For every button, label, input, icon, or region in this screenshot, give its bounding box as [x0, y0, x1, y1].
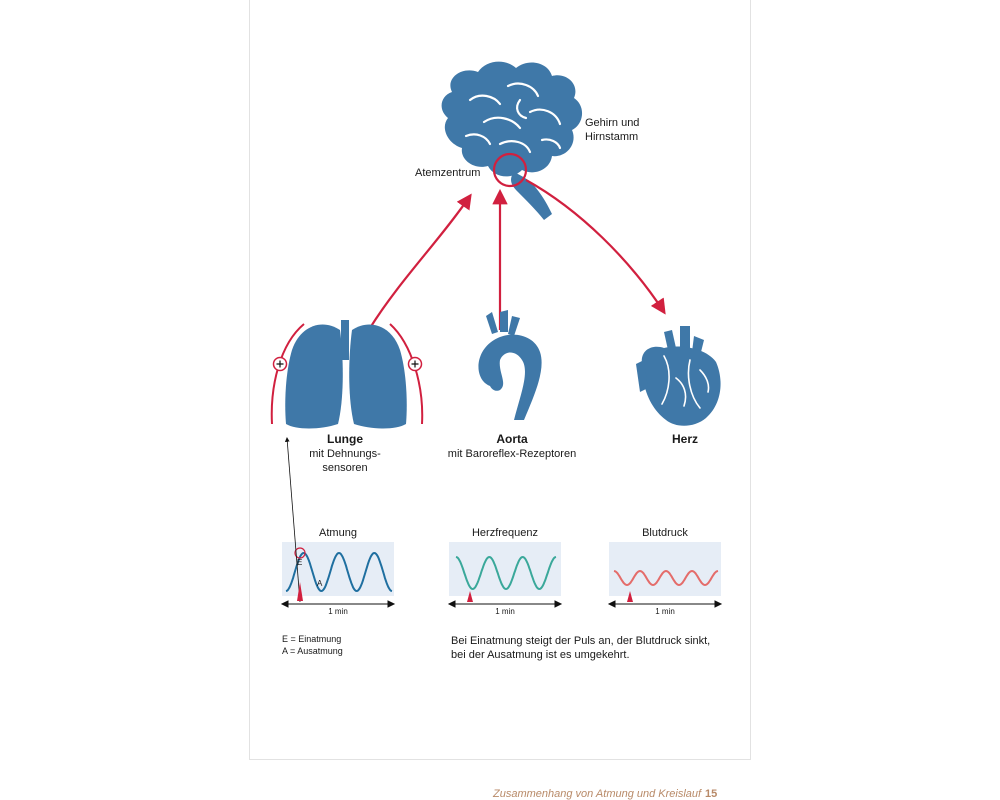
footer-title: Zusammenhang von Atmung und Kreislauf: [493, 788, 702, 800]
axis-label-atmung: 1 min: [328, 607, 348, 616]
legend-e: E = Einatmung: [282, 634, 342, 644]
marker-triangle-herzfrequenz: [467, 591, 473, 602]
respiratory-center-marker: [492, 152, 528, 188]
inhale-peak-marker: [294, 547, 306, 559]
wave-herzfrequenz: [455, 555, 557, 591]
wave-atmung: [285, 551, 393, 593]
legend-a: A = Ausatmung: [282, 646, 343, 656]
marker-triangle-blutdruck: [627, 591, 633, 602]
aorta-icon: [478, 310, 542, 420]
wave-blutdruck: [613, 569, 719, 587]
axis-label-blutdruck: 1 min: [655, 607, 675, 616]
panel-blutdruck-bg: [609, 542, 721, 596]
respiratory-center-label: Atemzentrum: [415, 167, 481, 179]
arrow-lung-to-brain: [369, 193, 472, 329]
lung-subtitle-line2: sensoren: [322, 462, 368, 474]
axis-label-herzfrequenz: 1 min: [495, 607, 515, 616]
aorta-title: Aorta: [496, 432, 528, 446]
plus-icon: [272, 356, 288, 372]
plus-icon: [407, 356, 423, 372]
arrow-brain-to-heart: [525, 179, 666, 315]
panel-title-blutdruck: Blutdruck: [642, 527, 688, 539]
axis-atmung: [280, 600, 396, 608]
lungs-icon: [285, 320, 407, 429]
axis-blutdruck: [607, 600, 723, 608]
marker-triangle-atmung: [297, 582, 303, 601]
heart-icon: [636, 326, 721, 426]
page-number: 15: [705, 788, 718, 800]
panel-title-herzfrequenz: Herzfrequenz: [471, 527, 539, 539]
lung-title: Lunge: [327, 432, 363, 446]
caption-line2: bei der Ausatmung ist es umgekehrt.: [451, 649, 630, 661]
panel-title-atmung: Atmung: [319, 527, 357, 539]
heart-title: Herz: [671, 432, 698, 446]
wave-label-a: A: [317, 579, 323, 588]
pointer-to-lung: [284, 437, 301, 603]
brain-label-line2: Hirnstamm: [585, 131, 639, 143]
axis-herzfrequenz: [447, 600, 563, 608]
lung-subtitle-line1: mit Dehnungs-: [309, 448, 381, 460]
caption-line1: Bei Einatmung steigt der Puls an, der Bl…: [451, 635, 711, 647]
wave-label-e: E: [297, 558, 303, 567]
aorta-subtitle: mit Baroreflex-Rezeptoren: [447, 448, 577, 460]
brain-icon: [441, 61, 583, 220]
brain-label-line1: Gehirn und: [585, 117, 640, 129]
